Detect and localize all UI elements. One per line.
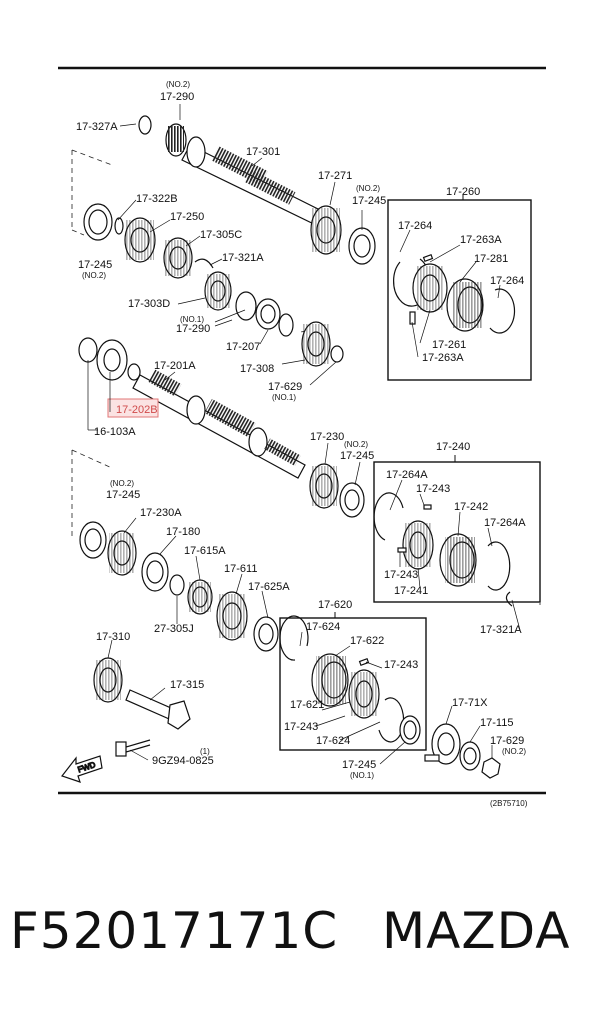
output-bearing-parts [399,715,501,779]
mainshaft-right-gears [309,463,365,518]
label-290-no: (NO.2) [166,80,190,89]
label-17-264a: 17-264 [398,220,432,232]
label-17-322b: 17-322B [136,193,178,205]
label-17-245d: 17-245 [106,489,140,501]
label-17-180: 17-180 [166,526,200,538]
synchronizer-box-240 [373,455,541,603]
upper-gear-stack [83,203,344,367]
label-17-629b: 17-629 [490,735,524,747]
label-9gz94-0825: 9GZ94-0825 [152,755,214,767]
label-245e-no: (NO.1) [350,771,374,780]
diagram-reference-code: (2B75710) [490,799,528,808]
label-17-629a: 17-629 [268,381,302,393]
label-17-305c: 17-305C [200,229,242,241]
highlight-box [107,398,159,418]
synchronizer-620-parts [279,615,405,743]
label-17-250: 17-250 [170,211,204,223]
label-17-621: 17-621 [290,699,324,711]
lower-gear-row [79,521,513,652]
label-27-305j: 27-305J [154,623,194,635]
label-17-241: 17-241 [394,585,428,597]
label-17-622: 17-622 [350,635,384,647]
label-17-261: 17-261 [432,339,466,351]
label-17-308: 17-308 [240,363,274,375]
label-17-230a: 17-230A [140,507,182,519]
part-labels: (NO.2) 17-290 17-327A 17-301 17-271 (NO.… [76,80,528,808]
label-16-103a: 16-103A [94,426,136,438]
label-17-245e: 17-245 [342,759,376,771]
label-17-242: 17-242 [454,501,488,513]
label-17-264a-b: 17-264A [484,517,526,529]
label-17-264b: 17-264 [490,275,524,287]
upper-right-gears [310,205,376,265]
label-17-611: 17-611 [224,563,257,575]
label-17-615a: 17-615A [184,545,226,557]
label-17-207: 17-207 [226,341,260,353]
synchronizer-260-parts [393,253,516,334]
countershaft-assembly [138,115,331,229]
label-17-321a-b: 17-321A [480,624,522,636]
label-245d-no: (NO.2) [110,479,134,488]
label-17-624a: 17-624 [306,621,340,633]
label-17-245b: 17-245 [78,259,112,271]
brand-name: MAZDA [382,902,571,960]
label-17-115: 17-115 [480,717,513,729]
label-17-263a-top: 17-263A [460,234,502,246]
label-17-264a-a: 17-264A [386,469,428,481]
forward-arrow-icon: FWD [61,755,103,783]
label-17-243d: 17-243 [284,721,318,733]
label-629a-no: (NO.1) [272,393,296,402]
label-17-624b: 17-624 [316,735,350,747]
label-17-243c: 17-243 [384,659,418,671]
label-17-201a: 17-201A [154,360,196,372]
label-17-301: 17-301 [246,146,280,158]
label-245b-no: (NO.2) [82,271,106,280]
label-17-230: 17-230 [310,431,344,443]
label-17-71x: 17-71X [452,697,488,709]
label-17-243b: 17-243 [384,569,418,581]
part-caption: F52017171C MAZDA [10,902,590,972]
reverse-idler-assembly [93,657,191,757]
label-17-243a: 17-243 [416,483,450,495]
label-17-303d: 17-303D [128,298,170,310]
label-17-245c: 17-245 [340,450,374,462]
label-629b-no: (NO.2) [502,747,526,756]
label-17-321a: 17-321A [222,252,264,264]
label-17-620: 17-620 [318,599,352,611]
label-17-310: 17-310 [96,631,130,643]
label-17-260: 17-260 [446,186,480,198]
synchronizer-box-620 [279,612,427,751]
label-17-263a-bot: 17-263A [422,352,464,364]
label-17-290: 17-290 [160,91,194,103]
label-17-202b: 17-202B [116,404,158,416]
label-17-240: 17-240 [436,441,470,453]
label-290b-no: (NO.1) [180,315,204,324]
synchronizer-240-parts [373,492,511,591]
label-17-625a: 17-625A [248,581,290,593]
label-17-271: 17-271 [318,170,352,182]
label-17-245a: 17-245 [352,195,386,207]
label-17-290b: 17-290 [176,323,210,335]
mainshaft-assembly [78,337,306,479]
label-17-327a: 17-327A [76,121,118,133]
label-17-315: 17-315 [170,679,204,691]
leader-lines [87,104,521,765]
part-number: F52017171C [10,902,339,960]
synchronizer-box-260 [387,194,532,381]
label-245c-no: (NO.2) [344,440,368,449]
label-245a-no: (NO.2) [356,184,380,193]
label-bolt-no: (1) [200,747,210,756]
label-17-281: 17-281 [474,253,508,265]
